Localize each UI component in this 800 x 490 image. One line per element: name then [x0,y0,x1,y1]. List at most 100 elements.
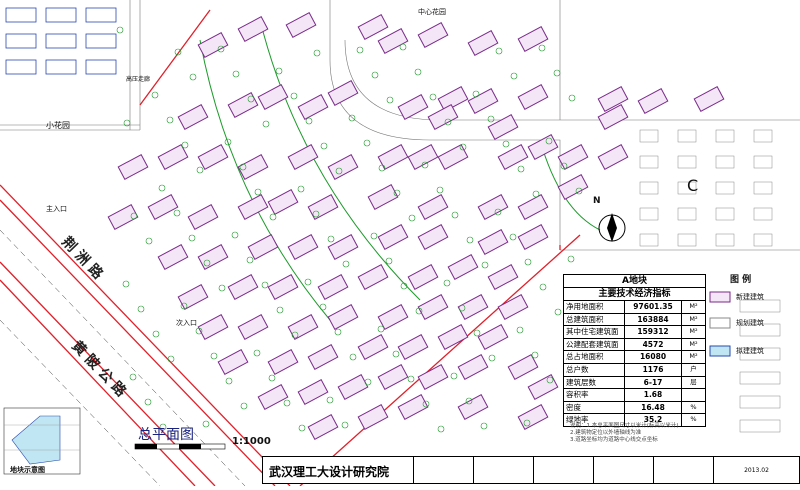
tree-icon [422,400,430,408]
table-cell-unit: M² [689,339,698,348]
tree-icon [269,213,277,221]
residential-building [497,144,529,170]
tree-icon [408,214,416,222]
table-cell-value: 159312 [625,326,682,338]
planned-building [715,207,735,221]
table-cell-value: 1.68 [625,389,682,401]
existing-building [85,59,117,75]
tree-icon [399,43,407,51]
design-notes: 说明：1.本总平面图尺寸以米计(标高以米计) 2.建筑物定位以外墙轴线为准 3.… [570,423,798,444]
tree-icon [524,258,532,266]
residential-building [257,384,289,410]
planned-building [715,129,735,143]
tree-icon [437,425,445,433]
residential-building [417,22,449,48]
tree-icon [283,399,291,407]
tree-icon [554,308,562,316]
residential-building [557,174,589,200]
planned-building [739,347,781,361]
tree-icon [174,48,182,56]
planned-building [739,395,781,409]
tree-icon [567,255,575,263]
residential-building [357,14,389,40]
tree-icon [531,351,539,359]
planned-building [715,233,735,247]
tree-icon [217,45,225,53]
tree-icon [129,373,137,381]
tree-icon [546,376,554,384]
tree-icon [152,330,160,338]
tree-icon [414,68,422,76]
key-plan-inset [3,407,81,475]
tree-icon [560,162,568,170]
tree-icon [151,91,159,99]
existing-buildings [5,7,117,75]
tree-icon [444,118,452,126]
table-cell-value: 16.48 [625,401,682,414]
tree-icon [400,282,408,290]
table-cell-value: 163884 [625,313,682,326]
tree-icon [459,143,467,151]
tree-icon [516,326,524,334]
tree-icon [378,164,386,172]
residential-building [267,349,299,375]
key-plan-caption: 地块示意图 [10,466,45,474]
table-row: 其中住宅建筑面积159312M² [564,326,705,339]
note-line: 3.道路坐标均为道路中心线交点坐标 [570,437,658,443]
tree-icon [320,142,328,150]
residential-building [287,144,319,170]
planned-building [677,233,697,247]
tree-icon [180,302,188,310]
tree-icon [181,141,189,149]
tree-icon [167,355,175,363]
road-lines [0,0,800,251]
tree-icon [196,166,204,174]
title-block: 武汉理工大设计研究院 2013.02 [262,456,800,484]
tree-icon [509,233,517,241]
label-main-entrance: 主入口 [46,205,67,213]
residential-building [477,229,509,255]
planned-building [639,207,659,221]
residential-building [417,194,449,220]
residential-building [287,314,319,340]
tree-icon [370,232,378,240]
tree-icon [276,306,284,314]
tree-icon [415,307,423,315]
tree-icon [348,114,356,122]
residential-building [227,274,259,300]
table-plot-title: A地块 [564,275,705,288]
residential-building [417,224,449,250]
tree-icon [481,261,489,269]
tree-icon [188,234,196,242]
table-cell-value: 6-17 [625,376,682,389]
legend-item: 新建建筑 [736,293,764,301]
planned-building [739,419,781,433]
residential-building [437,144,469,170]
tree-icon [253,349,261,357]
planned-buildings [639,129,781,433]
tree-icon [488,354,496,362]
tree-icon [545,137,553,145]
residential-building [527,374,559,400]
table-cell-unit: M² [689,327,698,336]
table-cell-unit: M² [689,302,698,310]
table-cell-name: 净用地面积 [564,301,625,313]
tree-icon [517,165,525,173]
north-arrow-icon [598,213,626,242]
planned-building [715,155,735,169]
tree-icon [334,328,342,336]
tree-icon [407,375,415,383]
tree-icon [575,187,583,195]
residential-building [247,234,279,260]
residential-building [517,194,549,220]
tree-icon [268,374,276,382]
legend: 图 例 新建建筑 规划建筑 拟建建筑 [706,274,798,409]
residential-building [357,334,389,360]
tree-icon [312,210,320,218]
residential-building [147,194,179,220]
residential-building [487,114,519,140]
table-cell-name: 总建筑面积 [564,313,625,326]
